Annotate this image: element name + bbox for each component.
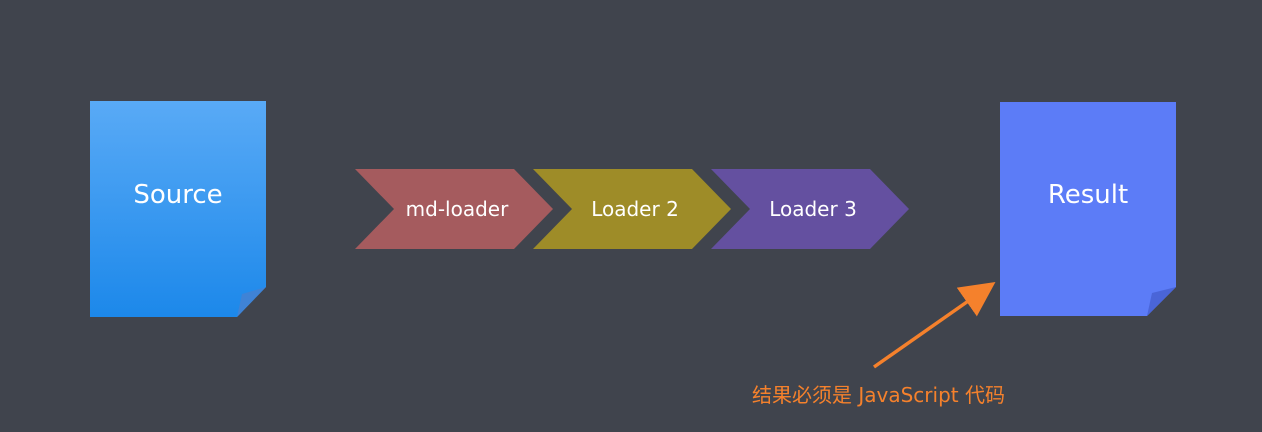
loader-2-chevron	[533, 169, 731, 249]
loader-2-label: Loader 2	[591, 197, 679, 221]
loader-step-loader-3: Loader 3	[711, 169, 909, 249]
source-fold-corner	[237, 287, 266, 317]
source-document-body	[90, 101, 266, 317]
md-loader-label: md-loader	[406, 197, 509, 221]
source-document: Source	[90, 101, 266, 317]
loader-3-label: Loader 3	[769, 197, 857, 221]
result-label: Result	[1048, 180, 1128, 210]
result-fold-corner	[1147, 287, 1176, 316]
annotation: 结果必须是 JavaScript 代码	[752, 281, 1005, 407]
annotation-text: 结果必须是 JavaScript 代码	[752, 383, 1005, 407]
loader-3-chevron	[711, 169, 909, 249]
loader-step-md-loader: md-loader	[355, 169, 553, 249]
loader-step-loader-2: Loader 2	[533, 169, 731, 249]
md-loader-chevron	[355, 169, 553, 249]
loader-chain: md-loader Loader 2 Loader 3	[355, 169, 909, 249]
arrow-icon	[872, 281, 996, 369]
result-document-body	[1000, 102, 1176, 316]
source-label: Source	[133, 180, 222, 210]
result-document: Result	[1000, 102, 1176, 316]
